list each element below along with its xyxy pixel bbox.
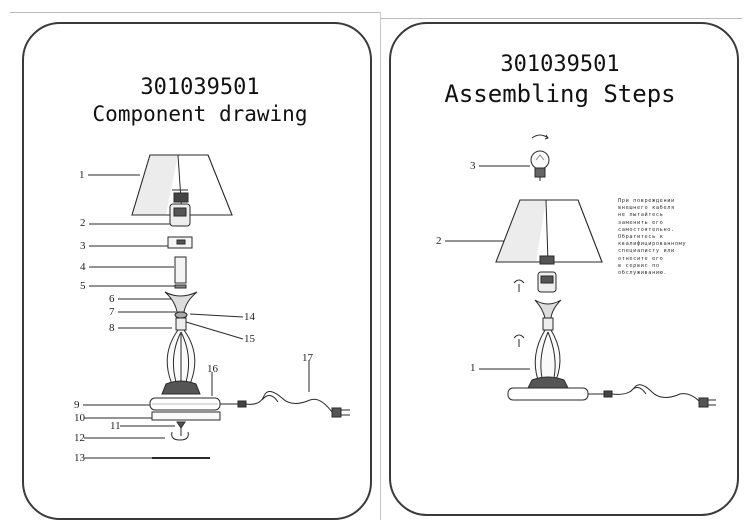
part-label-4: 4 <box>80 261 86 273</box>
part-label-13: 13 <box>74 452 85 464</box>
step-label-2: 2 <box>436 235 442 247</box>
cable-warning-note: При повреждении внешнего кабеля не пытай… <box>618 198 728 277</box>
right-sheet <box>380 18 742 527</box>
left-title: Component drawing <box>92 102 308 126</box>
exploded-lamp-drawing <box>83 154 350 459</box>
part-label-1: 1 <box>79 169 85 181</box>
part-label-9: 9 <box>74 399 80 411</box>
part-label-8: 8 <box>109 322 115 334</box>
note-line: отнесите его <box>618 255 664 262</box>
note-line: заменить его <box>618 219 664 226</box>
page-fold <box>380 12 381 520</box>
part-label-6: 6 <box>109 293 115 305</box>
part-label-15: 15 <box>244 333 255 345</box>
assembly-drawing <box>445 134 716 408</box>
left-code: 301039501 <box>140 75 260 100</box>
part-label-12: 12 <box>74 432 85 444</box>
part-label-3: 3 <box>80 240 86 252</box>
note-line: не пытайтесь <box>618 212 664 219</box>
note-line: в сервис по <box>618 262 660 269</box>
right-code: 301039501 <box>500 52 620 77</box>
left-sheet <box>10 12 380 521</box>
note-line: специалисту или <box>618 248 675 255</box>
step-label-3: 3 <box>470 160 476 172</box>
note-line: При повреждении <box>618 198 675 204</box>
note-line: самостоятельно. <box>618 226 675 233</box>
part-label-14: 14 <box>244 311 255 323</box>
left-panel <box>22 22 372 520</box>
part-label-7: 7 <box>109 306 115 318</box>
part-label-11: 11 <box>110 420 121 432</box>
note-line: квалифицированному <box>618 241 687 248</box>
note-line: Обратитесь к <box>618 234 664 241</box>
note-line: внешнего кабеля <box>618 205 675 212</box>
part-label-17: 17 <box>302 352 313 364</box>
part-label-10: 10 <box>74 412 85 424</box>
part-label-5: 5 <box>80 280 86 292</box>
part-label-2: 2 <box>80 217 86 229</box>
part-label-16: 16 <box>207 363 218 375</box>
right-panel <box>389 22 739 516</box>
step-label-1: 1 <box>470 362 476 374</box>
note-line: обслуживанию. <box>618 270 668 277</box>
right-title: Assembling Steps <box>444 80 676 108</box>
